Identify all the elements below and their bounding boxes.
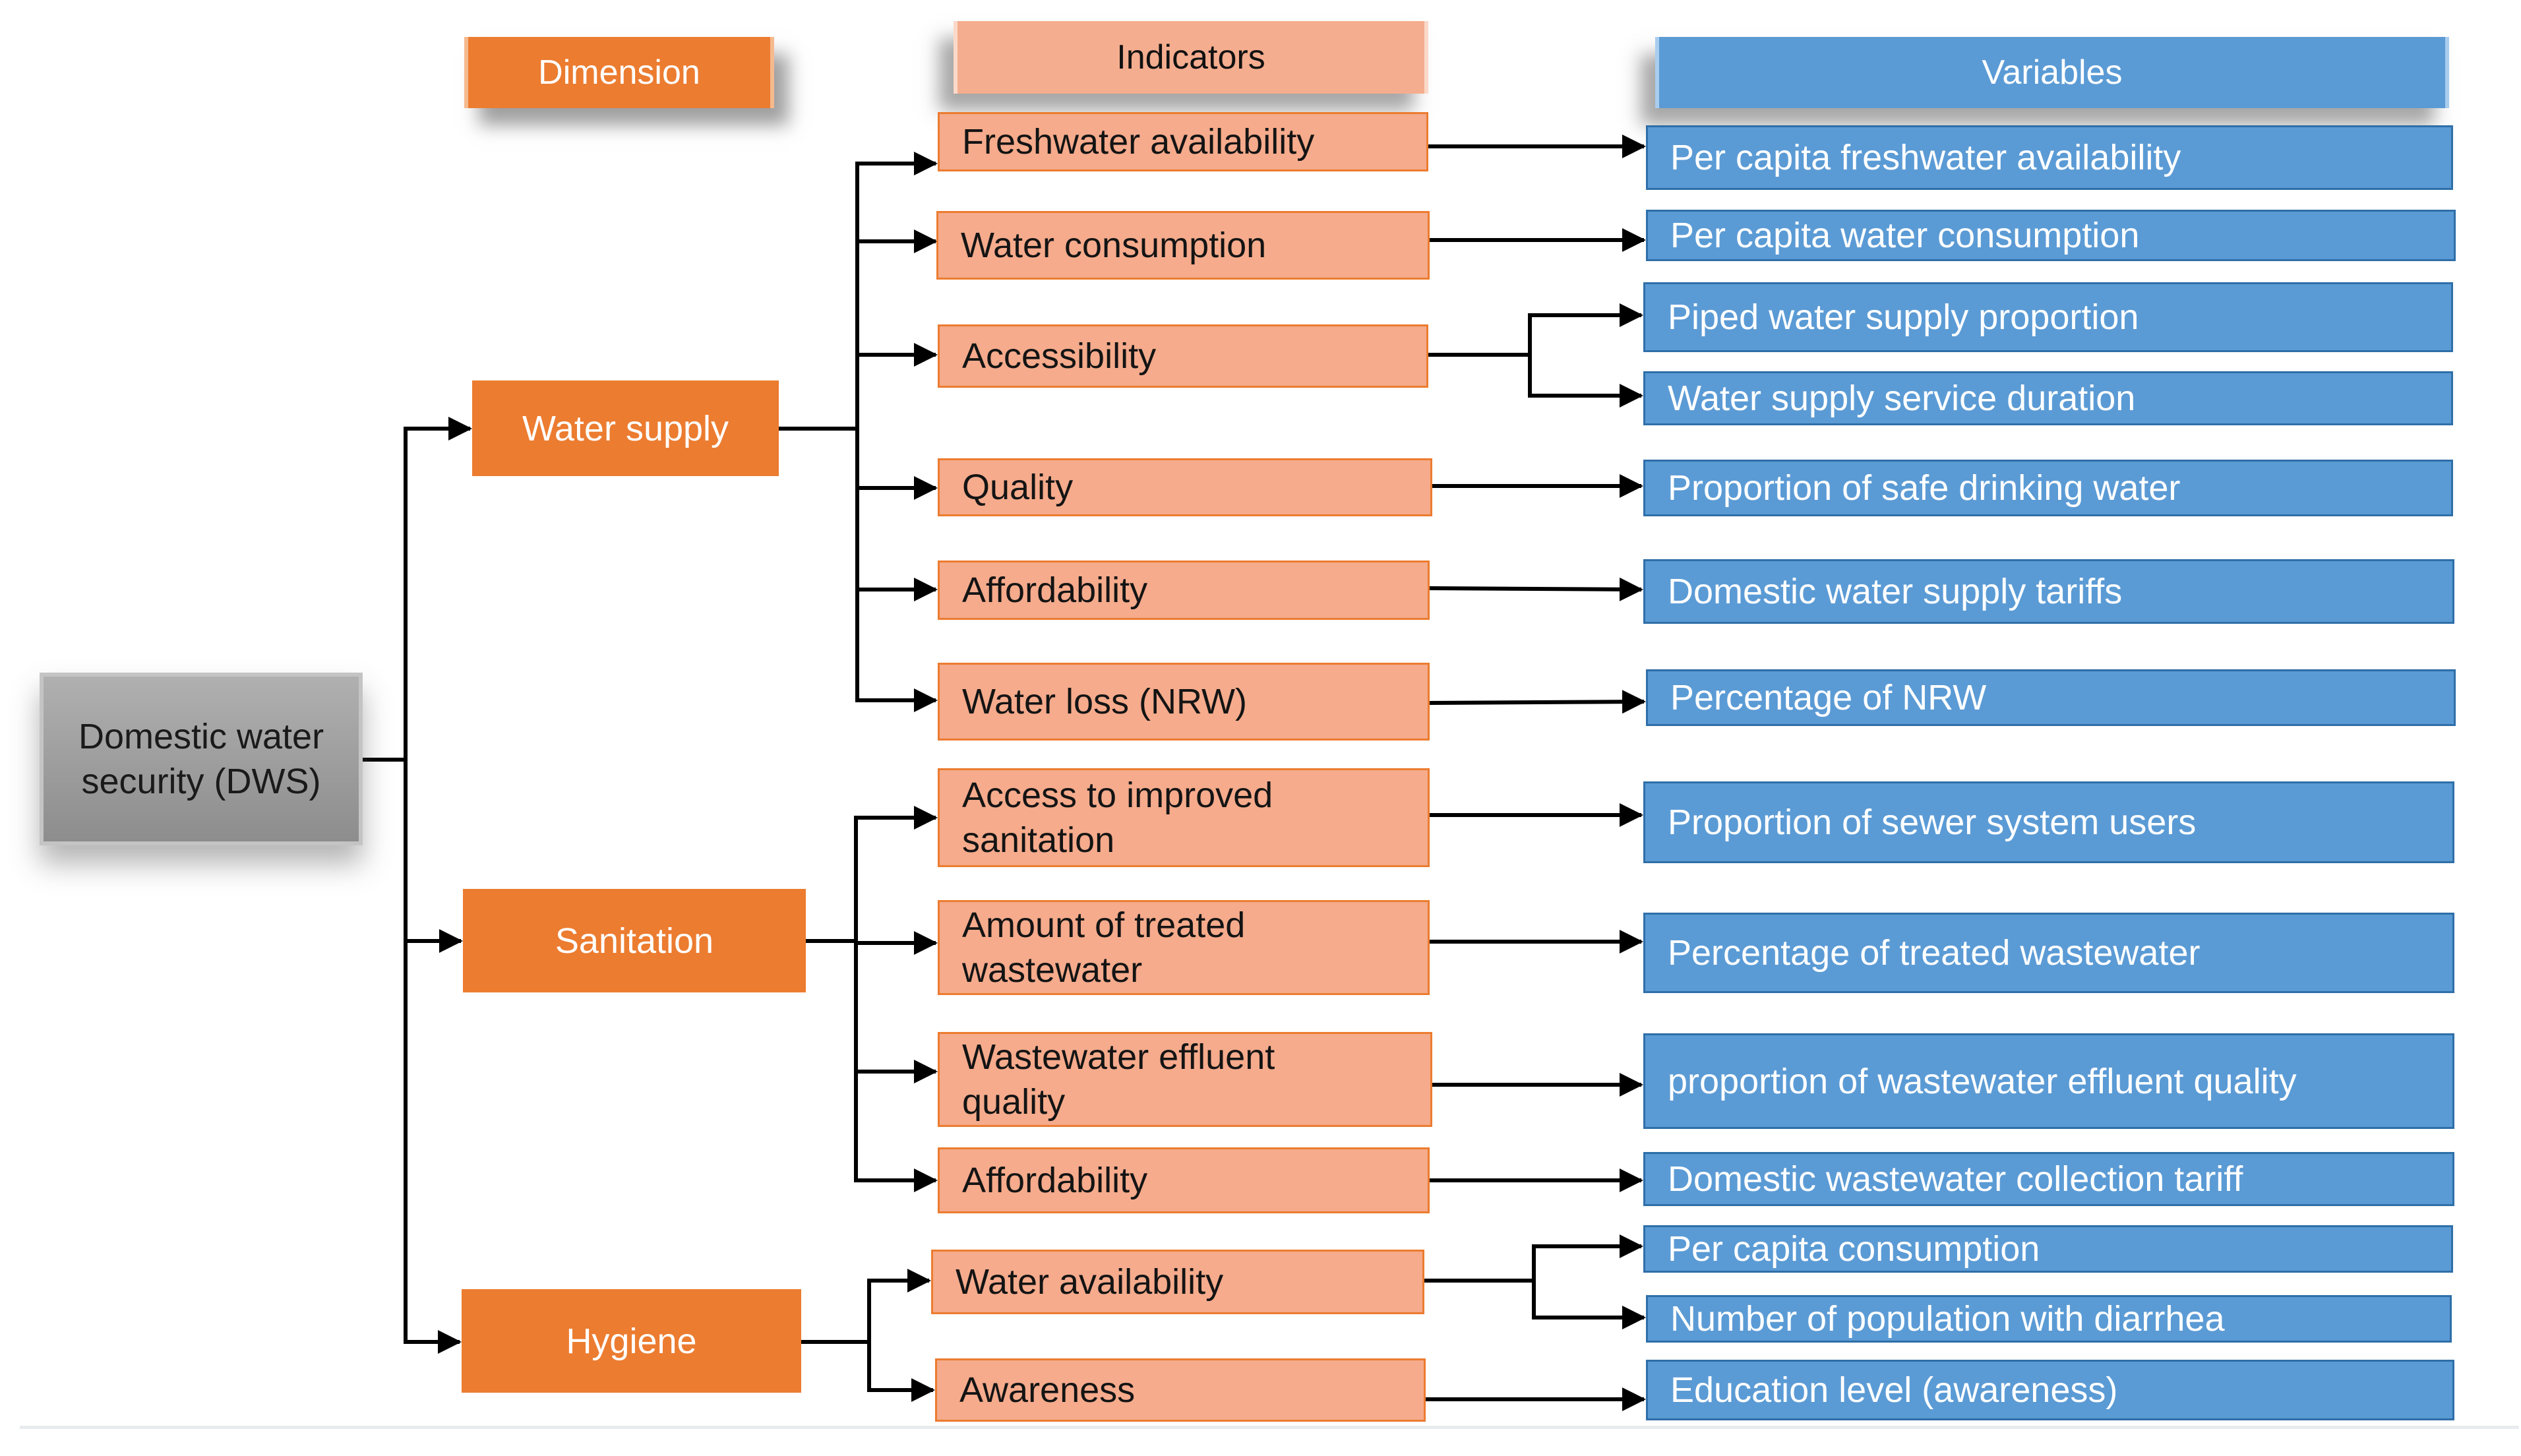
indicator-amount-treated-wastewater: Amount of treated wastewater bbox=[938, 900, 1430, 995]
indicator-water-availability: Water availability bbox=[931, 1250, 1424, 1314]
indicator-water-consumption: Water consumption bbox=[936, 211, 1430, 280]
indicator-label: Affordability bbox=[962, 1161, 1148, 1200]
header-variables: Variables bbox=[1655, 37, 2449, 108]
indicator-label: Water loss (NRW) bbox=[962, 682, 1247, 721]
root-node-dws: Domestic water security (DWS) bbox=[40, 673, 363, 845]
indicator-label: Affordability bbox=[962, 570, 1148, 610]
indicator-access-improved-sanitation: Access to improved sanitation bbox=[938, 768, 1430, 867]
indicator-freshwater-availability: Freshwater availability bbox=[938, 112, 1428, 171]
header-dimension-label: Dimension bbox=[538, 53, 700, 92]
header-indicators: Indicators bbox=[954, 21, 1428, 94]
dimension-label: Hygiene bbox=[566, 1321, 697, 1361]
variable-treated-wastewater-pct: Percentage of treated wastewater bbox=[1643, 913, 2454, 993]
header-indicators-label: Indicators bbox=[1116, 38, 1265, 76]
indicator-label: Accessibility bbox=[962, 336, 1157, 376]
variable-effluent-quality-proportion: proportion of wastewater effluent qualit… bbox=[1643, 1033, 2454, 1129]
indicator-label: Freshwater availability bbox=[962, 122, 1315, 162]
indicator-label: Water consumption bbox=[961, 226, 1267, 265]
variable-education-level: Education level (awareness) bbox=[1646, 1360, 2454, 1420]
variable-label: Proportion of sewer system users bbox=[1668, 803, 2197, 842]
variable-label: Domestic water supply tariffs bbox=[1668, 572, 2123, 611]
variable-sewer-system-users: Proportion of sewer system users bbox=[1643, 781, 2454, 863]
variable-label: proportion of wastewater effluent qualit… bbox=[1668, 1061, 2297, 1101]
indicator-accessibility: Accessibility bbox=[938, 324, 1428, 388]
variable-label: Domestic wastewater collection tariff bbox=[1668, 1159, 2243, 1199]
variable-piped-water-supply: Piped water supply proportion bbox=[1643, 282, 2453, 352]
variable-label: Piped water supply proportion bbox=[1668, 297, 2139, 337]
variable-percentage-nrw: Percentage of NRW bbox=[1646, 669, 2456, 726]
indicator-label: Awareness bbox=[959, 1370, 1136, 1410]
dimension-hygiene: Hygiene bbox=[462, 1289, 801, 1393]
variable-per-capita-water-consumption: Per capita water consumption bbox=[1646, 210, 2456, 261]
variable-label: Proportion of safe drinking water bbox=[1668, 468, 2181, 508]
indicator-water-loss: Water loss (NRW) bbox=[938, 663, 1430, 741]
variable-safe-drinking-water: Proportion of safe drinking water bbox=[1643, 460, 2453, 516]
variable-label: Percentage of NRW bbox=[1670, 678, 1987, 717]
indicator-affordability-san: Affordability bbox=[938, 1147, 1430, 1213]
dimension-water-supply: Water supply bbox=[472, 380, 779, 476]
variable-label: Percentage of treated wastewater bbox=[1668, 933, 2201, 973]
variable-label: Water supply service duration bbox=[1668, 379, 2136, 418]
dimension-label: Sanitation bbox=[555, 921, 714, 961]
variable-wastewater-collection-tariff: Domestic wastewater collection tariff bbox=[1643, 1152, 2454, 1206]
variable-label: Per capita consumption bbox=[1668, 1229, 2040, 1269]
variable-label: Number of population with diarrhea bbox=[1670, 1299, 2225, 1339]
arrow-var-percentage-nrw bbox=[1427, 690, 1646, 714]
variable-label: Education level (awareness) bbox=[1670, 1370, 2118, 1410]
dimension-label: Water supply bbox=[522, 408, 729, 448]
variable-label: Per capita freshwater availability bbox=[1670, 138, 2181, 177]
indicator-quality: Quality bbox=[938, 458, 1432, 516]
variable-per-capita-consumption: Per capita consumption bbox=[1643, 1225, 2453, 1273]
indicator-label: Access to improved sanitation bbox=[962, 775, 1273, 860]
variable-population-diarrhea: Number of population with diarrhea bbox=[1646, 1295, 2452, 1343]
indicator-label: Amount of treated wastewater bbox=[962, 905, 1246, 990]
variable-domestic-water-tariffs: Domestic water supply tariffs bbox=[1643, 559, 2454, 624]
indicator-wastewater-effluent-quality: Wastewater effluent quality bbox=[938, 1032, 1432, 1127]
indicator-label: Quality bbox=[962, 468, 1074, 507]
arrow-var-domestic-water-tariffs bbox=[1427, 577, 1643, 601]
header-variables-label: Variables bbox=[1982, 53, 2123, 92]
variable-water-supply-duration: Water supply service duration bbox=[1643, 371, 2453, 425]
bottom-divider bbox=[20, 1426, 2519, 1429]
indicator-awareness: Awareness bbox=[935, 1358, 1426, 1422]
variable-per-capita-freshwater: Per capita freshwater availability bbox=[1646, 125, 2453, 190]
variable-label: Per capita water consumption bbox=[1670, 216, 2140, 255]
indicator-affordability-ws: Affordability bbox=[938, 561, 1430, 620]
header-dimension: Dimension bbox=[464, 37, 774, 108]
indicator-label: Water availability bbox=[956, 1262, 1224, 1302]
indicator-label: Wastewater effluent quality bbox=[962, 1037, 1275, 1122]
dimension-sanitation: Sanitation bbox=[463, 889, 806, 992]
root-node-label: Domestic water security (DWS) bbox=[78, 717, 324, 801]
